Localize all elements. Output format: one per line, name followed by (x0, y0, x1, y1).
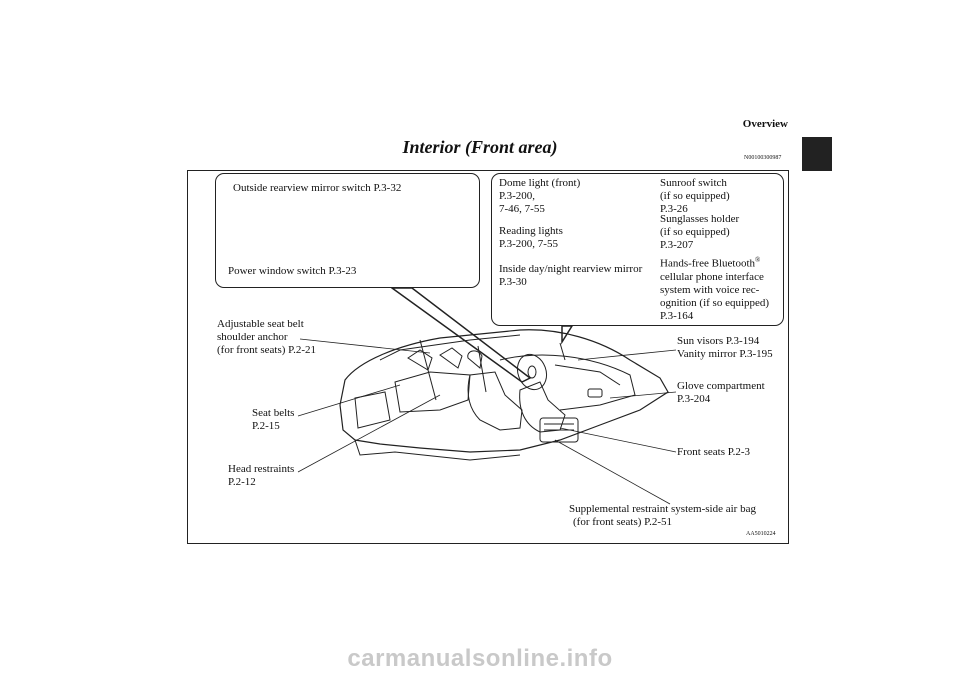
section-tab (802, 137, 832, 171)
label-front-seats: Front seats P.2-3 (677, 446, 751, 458)
section-header: Overview (742, 118, 788, 130)
overhead-console-inset (491, 173, 784, 326)
figure-code: AA5010224 (746, 531, 776, 537)
figure-frame (187, 170, 789, 544)
doc-code: N00100300987 (744, 155, 782, 161)
mirror-window-switch-inset (215, 173, 480, 288)
watermark: carmanualsonline.info (347, 645, 613, 672)
label-bluetooth: Hands-free Bluetooth® cellular phone int… (660, 256, 770, 322)
label-outside-mirror-switch: Outside rearview mirror switch P.3-32 (233, 182, 402, 194)
label-side-airbag: Supplemental restraint system-side air b… (569, 503, 756, 528)
label-power-window-switch: Power window switch P.3-23 (228, 265, 357, 277)
label-sunglasses-holder: Sunglasses holder(if so equipped)P.3-207 (660, 213, 740, 251)
label-dome-light: Dome light (front)P.3-200,7-46, 7-55 (499, 177, 581, 215)
page-title: Interior (Front area) (402, 137, 558, 157)
label-sunroof-switch: Sunroof switch(if so equipped)P.3-26 (660, 177, 730, 215)
